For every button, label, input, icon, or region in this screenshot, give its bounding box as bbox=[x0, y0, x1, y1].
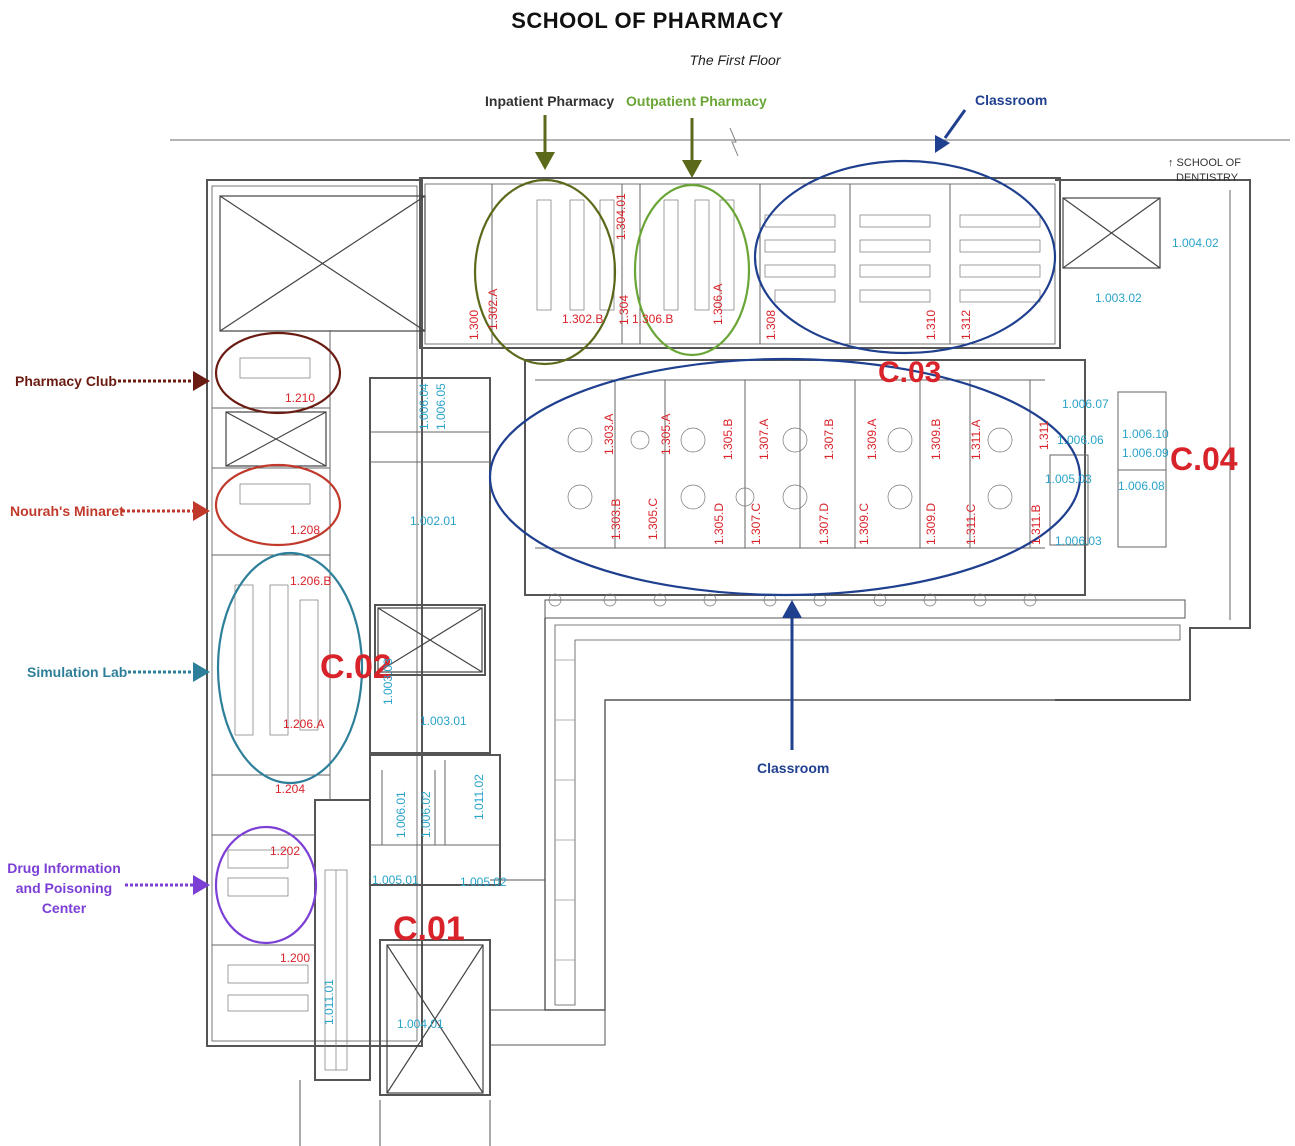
room-label: 1.306.B bbox=[632, 312, 673, 326]
classroom-top-arrow bbox=[935, 109, 967, 153]
nourahs-minaret-ellipse bbox=[214, 463, 342, 547]
drug-info-ellipse bbox=[214, 825, 318, 945]
pharmacy-club-arrow bbox=[118, 371, 210, 391]
classroom-bottom-arrow bbox=[782, 600, 802, 750]
service-label: 1.003.01 bbox=[420, 714, 467, 728]
zone-c02: C.02 bbox=[320, 648, 392, 686]
outpatient-pharmacy-label: Outpatient Pharmacy bbox=[626, 93, 767, 109]
room-label: 1.305.D bbox=[712, 503, 726, 545]
room-label: 1.309.B bbox=[929, 419, 943, 460]
room-label: 1.303.A bbox=[602, 414, 616, 455]
room-label: 1.304 bbox=[617, 295, 631, 325]
room-label: 1.307.D bbox=[817, 503, 831, 545]
drug-info-label: Drug Information and Poisoning Center bbox=[5, 858, 123, 918]
service-label: 1.003.03 bbox=[381, 658, 395, 705]
service-label: 1.006.08 bbox=[1118, 479, 1165, 493]
inpatient-pharmacy-label: Inpatient Pharmacy bbox=[485, 93, 615, 109]
simulation-lab-arrow bbox=[128, 662, 210, 682]
room-label: 1.208 bbox=[290, 523, 320, 537]
service-label: 1.006.09 bbox=[1122, 446, 1169, 460]
room-label: 1.206.B bbox=[290, 574, 331, 588]
void-shafts bbox=[219, 195, 1161, 1094]
room-label: 1.204 bbox=[275, 782, 305, 796]
service-label: 1.011.01 bbox=[322, 979, 336, 1025]
room-label: 1.311.B bbox=[1029, 505, 1043, 545]
room-label: 1.307.A bbox=[757, 419, 771, 460]
service-label: 1.004.01 bbox=[397, 1017, 444, 1031]
service-label: 1.006.02 bbox=[419, 791, 433, 838]
outpatient-arrow bbox=[682, 118, 702, 178]
classroom-top-ellipse bbox=[753, 159, 1057, 355]
zone-c03: C.03 bbox=[878, 356, 941, 389]
room-label: 1.311 bbox=[1037, 421, 1051, 450]
service-label: 1.006.06 bbox=[1057, 433, 1104, 447]
room-label: 1.308 bbox=[764, 310, 778, 340]
drug-info-label-line: and Poisoning bbox=[15, 880, 113, 896]
room-label: 1.309.D bbox=[924, 503, 938, 545]
break-mark bbox=[729, 127, 739, 157]
page-title: SCHOOL OF PHARMACY bbox=[511, 8, 784, 33]
nourahs-minaret-label: Nourah's Minaret bbox=[10, 503, 124, 519]
service-label: 1.005.03 bbox=[1045, 472, 1092, 486]
service-label: 1.005.02 bbox=[460, 875, 507, 889]
service-label: 1.006.01 bbox=[394, 791, 408, 838]
room-label: 1.307.B bbox=[822, 419, 836, 460]
nourahs-minaret-arrow bbox=[122, 501, 210, 521]
room-label: 1.302.A bbox=[486, 289, 500, 330]
service-label: 1.006.05 bbox=[434, 383, 448, 430]
furniture bbox=[227, 199, 1041, 1071]
simulation-lab-ellipse bbox=[216, 551, 364, 785]
classroom-top-label: Classroom bbox=[975, 92, 1048, 108]
room-label: 1.305.C bbox=[646, 498, 660, 540]
service-label: 1.011.02 bbox=[472, 774, 486, 820]
service-label: 1.006.04 bbox=[417, 383, 431, 430]
room-label: 1.210 bbox=[285, 391, 315, 405]
simulation-lab-label: Simulation Lab bbox=[27, 664, 128, 680]
room-label: 1.310 bbox=[924, 310, 938, 340]
service-label: 1.006.10 bbox=[1122, 427, 1169, 441]
dentistry-label: DENTISTRY bbox=[1176, 172, 1239, 184]
pharmacy-club-label: Pharmacy Club bbox=[15, 373, 117, 389]
dentistry-label: ↑ SCHOOL OF bbox=[1168, 157, 1241, 169]
inpatient-pharmacy-ellipse bbox=[473, 178, 617, 366]
pharmacy-club-ellipse bbox=[214, 331, 342, 415]
service-label: 1.004.02 bbox=[1172, 236, 1219, 250]
drug-info-label-line: Drug Information bbox=[7, 860, 121, 876]
zone-c04: C.04 bbox=[1170, 441, 1238, 477]
room-label: 1.312 bbox=[959, 310, 973, 340]
room-label: 1.302.B bbox=[562, 312, 603, 326]
room-label: 1.306.A bbox=[711, 284, 725, 325]
service-label: 1.005.01 bbox=[372, 873, 419, 887]
classroom-bottom-label: Classroom bbox=[757, 760, 830, 776]
service-label: 1.006.03 bbox=[1055, 534, 1102, 548]
room-label: 1.206.A bbox=[283, 717, 324, 731]
room-label: 1.307.C bbox=[749, 503, 763, 545]
room-label: 1.200 bbox=[280, 951, 310, 965]
room-label: 1.309.C bbox=[857, 503, 871, 545]
room-label: 1.202 bbox=[270, 844, 300, 858]
room-label: 1.305.A bbox=[659, 414, 673, 455]
service-label: 1.006.07 bbox=[1062, 397, 1109, 411]
service-label: 1.002.01 bbox=[410, 514, 457, 528]
room-label: 1.311.C bbox=[964, 504, 978, 545]
zone-c01: C.01 bbox=[393, 910, 465, 948]
room-label: 1.305.B bbox=[721, 419, 735, 460]
outpatient-pharmacy-ellipse bbox=[633, 183, 751, 357]
room-label: 1.309.A bbox=[865, 419, 879, 460]
classroom-central-ellipse bbox=[488, 357, 1082, 597]
room-label: 1.304.01 bbox=[614, 193, 628, 240]
room-label: 1.311.A bbox=[969, 420, 983, 460]
room-label: 1.300 bbox=[467, 310, 481, 340]
inpatient-arrow bbox=[535, 115, 555, 170]
service-label: 1.003.02 bbox=[1095, 291, 1142, 305]
drug-info-arrow bbox=[125, 875, 210, 895]
room-label: 1.303.B bbox=[609, 499, 623, 540]
page-subtitle: The First Floor bbox=[689, 52, 781, 68]
drug-info-label-line: Center bbox=[41, 900, 87, 916]
